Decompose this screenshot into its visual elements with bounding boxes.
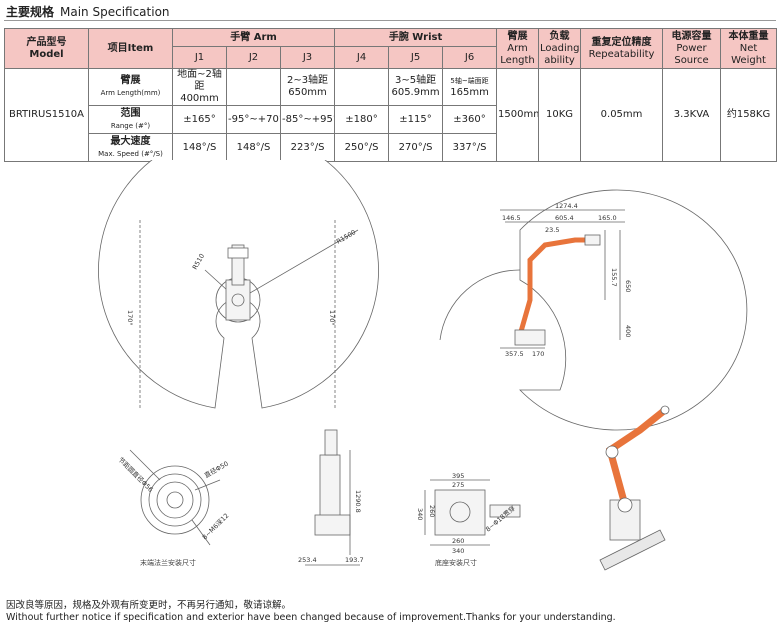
top-angle-left: 170° xyxy=(126,310,134,326)
front-w2: 193.7 xyxy=(345,556,364,564)
header-item: 项目Item xyxy=(88,28,173,69)
header-j2: J2 xyxy=(226,46,281,69)
side-d9: 357.5 xyxy=(505,350,524,358)
cell-speed-j3: 223°/S xyxy=(279,133,336,162)
cell-range-j5: ±115° xyxy=(388,105,444,134)
side-d8: 400 xyxy=(624,325,632,337)
header-j3: J3 xyxy=(279,46,336,69)
header-j4: J4 xyxy=(334,46,390,69)
footer-note-cn: 因改良等原因，规格及外观有所变更时，不再另行通知，敬请谅解。 xyxy=(6,600,292,611)
cell-range-j1: ±165° xyxy=(172,105,227,134)
cell-range-j6: ±360° xyxy=(442,105,498,134)
side-d3: 605.4 xyxy=(555,214,574,222)
flange-l3: 8~M6深12 xyxy=(200,511,230,541)
base-caption: 底座安装尺寸 xyxy=(435,558,477,567)
base-h1: 340 xyxy=(416,508,424,520)
cell-range-j3: -85°~+95° xyxy=(279,105,336,134)
section-title-cn: 主要规格 xyxy=(6,5,55,19)
front-w1: 253.4 xyxy=(298,556,317,564)
flange-drawing xyxy=(129,449,221,546)
weight-value: 约158KG xyxy=(720,68,778,162)
cell-range-j4: ±180° xyxy=(334,105,390,134)
side-d2: 146.5 xyxy=(502,214,521,222)
top-view-drawing xyxy=(98,160,379,410)
robot-isometric xyxy=(599,405,670,571)
header-j1: J1 xyxy=(172,46,227,69)
model-cell: BRTIRUS1510A xyxy=(4,68,89,162)
load-value: 10KG xyxy=(538,68,582,162)
flange-l1: 节距圆直径Φ56 xyxy=(117,455,156,494)
side-d10: 170 xyxy=(532,350,544,358)
side-d7: 650 xyxy=(624,280,632,292)
side-d6: 155.7 xyxy=(610,268,618,287)
header-wrist: 手腕 Wrist xyxy=(334,28,498,47)
title-divider xyxy=(4,20,776,21)
header-j6: J6 xyxy=(442,46,498,69)
side-d5: 23.5 xyxy=(545,226,559,234)
cell-range-j2: -95°~+70° xyxy=(226,105,281,134)
cell-speed-j2: 148°/S xyxy=(226,133,281,162)
power-value: 3.3KVA xyxy=(662,68,722,162)
cell-speed-j6: 337°/S xyxy=(442,133,498,162)
base-h2: 260 xyxy=(428,505,436,517)
technical-drawings: R1500 R510 170° 170° 1274.4 146.5 605.4 … xyxy=(98,160,748,571)
side-view-drawing xyxy=(439,189,748,431)
header-j5: J5 xyxy=(388,46,444,69)
base-w4: 340 xyxy=(452,547,464,555)
cell-speed-j4: 250°/S xyxy=(334,133,390,162)
reach-value: 1500mm xyxy=(496,68,540,162)
top-angle-right: 170° xyxy=(328,310,336,326)
front-height: 1290.8 xyxy=(354,490,362,513)
side-d1: 1274.4 xyxy=(555,202,578,210)
header-arm: 手臂 Arm xyxy=(171,28,336,47)
cell-speed-j5: 270°/S xyxy=(388,133,444,162)
footer-note-en: Without further notice if specification … xyxy=(6,612,616,623)
cell-arm-j2 xyxy=(226,68,281,106)
section-title-en: Main Specification xyxy=(60,5,170,19)
flange-l2: 直径Φ50 xyxy=(203,459,230,480)
flange-caption: 末端法兰安装尺寸 xyxy=(140,558,196,567)
base-drawing xyxy=(424,479,521,546)
base-w3: 260 xyxy=(452,537,464,545)
cell-speed-j1: 148°/S xyxy=(172,133,227,162)
section-title: 主要规格 Main Specification xyxy=(6,3,170,20)
base-w1: 395 xyxy=(452,472,464,480)
front-view-drawing xyxy=(305,429,360,566)
repeatability-value: 0.05mm xyxy=(580,68,664,162)
cell-arm-j4 xyxy=(334,68,390,106)
base-w2: 275 xyxy=(452,481,464,489)
side-d4: 165.0 xyxy=(598,214,617,222)
